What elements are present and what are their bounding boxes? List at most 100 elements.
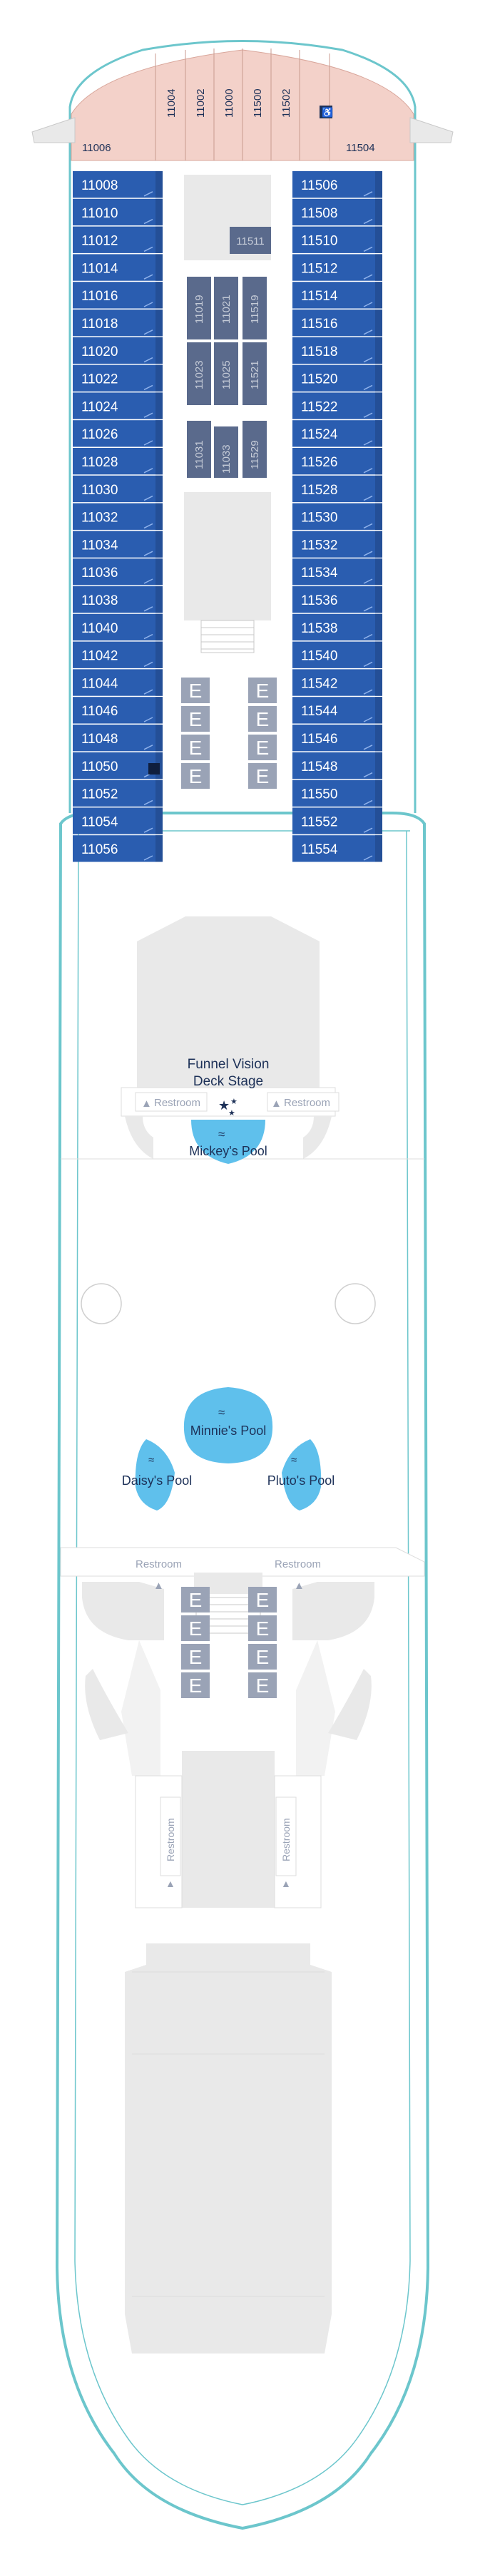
cabin-11030[interactable]: 11030 [73, 475, 163, 503]
cabin-11018[interactable]: 11018 [73, 310, 163, 337]
cabin-11002[interactable]: 11002 [195, 88, 207, 118]
cabin-11056[interactable]: 11056 [73, 835, 163, 862]
cabin-11031[interactable]: 11031 [187, 421, 211, 478]
star-icon: ★ ★ ★ [218, 1098, 238, 1118]
swimmer-icon: ≈ [218, 1128, 225, 1141]
cabin-11540[interactable]: 11540 [292, 641, 382, 668]
cabin-11033[interactable]: 11033 [214, 426, 238, 478]
person-icon: ▲ [294, 1580, 305, 1592]
cabin-11028[interactable]: 11028 [73, 448, 163, 475]
cabin-11528[interactable]: 11528 [292, 475, 382, 503]
stage-title: Funnel Vision Deck Stage [188, 1057, 270, 1089]
cabin-11023[interactable]: 11023 [187, 342, 211, 405]
cabin-11534[interactable]: 11534 [292, 558, 382, 586]
cabin-11516[interactable]: 11516 [292, 310, 382, 337]
cabin-11510[interactable]: 11510 [292, 226, 382, 253]
cabin-11500[interactable]: 11500 [252, 88, 264, 118]
cabin-11536[interactable]: 11536 [292, 586, 382, 613]
cabin-number: 11042 [81, 649, 118, 664]
cabin-11019[interactable]: 11019 [187, 277, 211, 339]
cabin-11008[interactable]: 11008 [73, 171, 163, 198]
cabin-11006[interactable]: 11006 [82, 142, 111, 154]
cabin-number: 11030 [81, 483, 118, 498]
cabin-11521[interactable]: 11521 [242, 342, 267, 405]
cabin-11040[interactable]: 11040 [73, 613, 163, 641]
cabin-11034[interactable]: 11034 [73, 531, 163, 558]
svg-text:Pluto's Pool: Pluto's Pool [267, 1473, 335, 1488]
svg-text:E: E [189, 708, 203, 730]
cabin-11000[interactable]: 11000 [223, 88, 235, 118]
cabin-11022[interactable]: 11022 [73, 364, 163, 392]
cabin-11522[interactable]: 11522 [292, 392, 382, 419]
cabin-11512[interactable]: 11512 [292, 254, 382, 281]
cabin-11042[interactable]: 11042 [73, 641, 163, 668]
svg-text:★: ★ [218, 1098, 230, 1113]
cabin-11021[interactable]: 11021 [214, 277, 238, 339]
cabin-number: 11038 [81, 593, 118, 608]
svg-text:11023: 11023 [193, 360, 205, 389]
cabin-11519[interactable]: 11519 [242, 277, 267, 339]
cabin-11518[interactable]: 11518 [292, 337, 382, 364]
cabin-11044[interactable]: 11044 [73, 669, 163, 696]
cabin-11026[interactable]: 11026 [73, 420, 163, 447]
cabin-11552[interactable]: 11552 [292, 807, 382, 834]
stage-name-line2: Deck Stage [193, 1074, 263, 1089]
cabin-11526[interactable]: 11526 [292, 448, 382, 475]
cabin-11514[interactable]: 11514 [292, 282, 382, 309]
cabin-11530[interactable]: 11530 [292, 503, 382, 530]
cabin-11529[interactable]: 11529 [242, 421, 267, 478]
cabin-11520[interactable]: 11520 [292, 364, 382, 392]
cabin-number: 11028 [81, 455, 118, 470]
plutos-pool[interactable]: ≈ Pluto's Pool [267, 1439, 335, 1511]
daisys-pool[interactable]: ≈ Daisy's Pool [122, 1439, 192, 1511]
swimmer-icon: ≈ [291, 1454, 297, 1466]
cabin-11012[interactable]: 11012 [73, 226, 163, 253]
cabin-11024[interactable]: 11024 [73, 392, 163, 419]
cabin-11511[interactable]: 11511 [230, 227, 271, 254]
restroom-aft-starboard-lower: Restroom ▲ [275, 1796, 297, 1889]
cabin-11554[interactable]: 11554 [292, 835, 382, 862]
cabin-11546[interactable]: 11546 [292, 725, 382, 752]
svg-text:Minnie's Pool: Minnie's Pool [190, 1424, 267, 1438]
cabin-11542[interactable]: 11542 [292, 669, 382, 696]
cabin-number: 11534 [301, 566, 338, 581]
forward-center-area [184, 175, 271, 653]
cabin-11532[interactable]: 11532 [292, 531, 382, 558]
cabin-11052[interactable]: 11052 [73, 780, 163, 807]
deck-marker-circle [335, 1283, 376, 1324]
cabin-11508[interactable]: 11508 [292, 198, 382, 226]
cabin-11036[interactable]: 11036 [73, 558, 163, 586]
cabin-11524[interactable]: 11524 [292, 420, 382, 447]
swimmer-icon: ≈ [148, 1454, 154, 1466]
cabin-11025[interactable]: 11025 [214, 342, 238, 405]
cabin-11010[interactable]: 11010 [73, 198, 163, 226]
mickeys-pool[interactable]: ≈ Mickey's Pool [189, 1120, 267, 1164]
elevator: E [248, 1615, 277, 1641]
restroom-stage-starboard: ▲ Restroom [267, 1092, 340, 1112]
cabin-11506[interactable]: 11506 [292, 171, 382, 198]
stage-name-line1: Funnel Vision [188, 1057, 270, 1072]
minnies-pool[interactable]: ≈ Minnie's Pool [183, 1387, 273, 1463]
cabin-11020[interactable]: 11020 [73, 337, 163, 364]
cabin-11538[interactable]: 11538 [292, 613, 382, 641]
cabin-11038[interactable]: 11038 [73, 586, 163, 613]
cabin-number: 11540 [301, 649, 337, 664]
cabin-11502[interactable]: 11502 [280, 88, 292, 118]
cabin-number: 11554 [301, 842, 338, 857]
cabin-11548[interactable]: 11548 [292, 752, 382, 780]
cabin-11004[interactable]: 11004 [165, 88, 178, 118]
elevator: E [248, 1644, 277, 1670]
cabin-11544[interactable]: 11544 [292, 697, 382, 724]
cabin-number: 11516 [301, 317, 337, 332]
cabin-11016[interactable]: 11016 [73, 282, 163, 309]
cabin-11504[interactable]: 11504 [346, 142, 375, 154]
cabin-11550[interactable]: 11550 [292, 780, 382, 807]
cabin-11054[interactable]: 11054 [73, 763, 163, 834]
cabin-11032[interactable]: 11032 [73, 503, 163, 530]
cabin-11014[interactable]: 11014 [73, 254, 163, 281]
cabin-11048[interactable]: 11048 [73, 725, 163, 752]
cabin-11046[interactable]: 11046 [73, 697, 163, 724]
svg-text:★: ★ [228, 1109, 235, 1118]
cabin-number: 11036 [81, 566, 118, 581]
